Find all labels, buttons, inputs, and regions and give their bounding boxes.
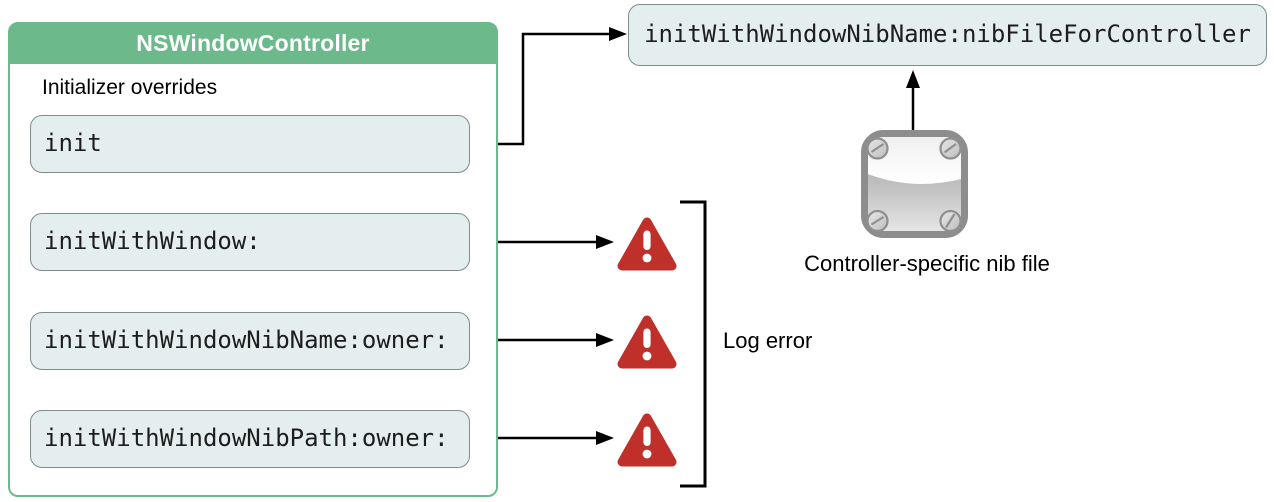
nswindowcontroller-panel: NSWindowController Initializer overrides… (8, 22, 498, 497)
arrowhead-icon (906, 70, 920, 88)
warning-triangle-icon (617, 315, 677, 369)
screw-icon (866, 137, 962, 233)
arrowhead-icon (596, 431, 614, 445)
arrowhead-icon (596, 235, 614, 249)
arrowhead-icon (609, 27, 627, 41)
warning-triangle-icon (617, 413, 677, 467)
section-label-initializer-overrides: Initializer overrides (42, 76, 218, 99)
log-error-label: Log error (723, 328, 813, 353)
nib-file-caption: Controller-specific nib file (804, 251, 1050, 276)
method-box-init: init (30, 115, 470, 173)
method-box-initwithwindow: initWithWindow: (30, 213, 470, 271)
arrowhead-icon (596, 333, 614, 347)
nib-file-icon (861, 130, 968, 238)
method-box-initwithwindownibpath-owner: initWithWindowNibPath:owner: (30, 410, 470, 468)
log-error-bracket (680, 200, 707, 488)
designated-initializer-box: initWithWindowNibName:nibFileForControll… (628, 4, 1267, 66)
warning-triangle-icon (617, 217, 677, 271)
method-box-initwithwindownibname-owner: initWithWindowNibName:owner: (30, 312, 470, 370)
panel-title: NSWindowController (9, 23, 497, 64)
